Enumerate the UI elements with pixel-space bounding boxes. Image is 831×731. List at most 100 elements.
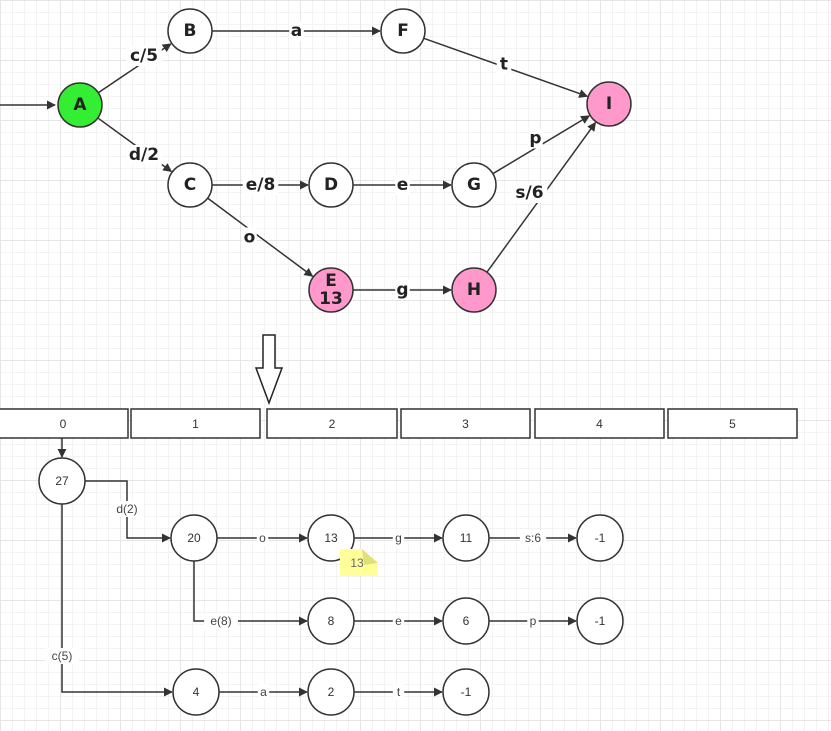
top-node-circle [308,267,354,313]
bottom-node-circle [576,597,624,645]
top-node-label: G [467,175,481,195]
bottom-node-nm1a: -1 [576,514,624,562]
top-node-label: D [324,175,338,195]
top-node-label: 13 [319,289,343,309]
top-edge-label: a [291,21,302,41]
bottom-edge-label-bg [392,530,405,546]
sticky-note: 13 [340,549,378,576]
top-edge-H-I: s/6 [486,121,597,273]
bottom-node-nm1b: -1 [576,597,624,645]
bottom-edge-label-bg [110,501,144,517]
sticky-note-text: 13 [350,556,364,570]
top-node-circle [586,81,632,127]
bottom-edge-label-bg [256,530,269,546]
top-node-circle [451,162,497,208]
bottom-edge-label: t [397,685,401,699]
array-cell-label: 4 [596,417,603,431]
top-node-E: E13 [308,267,354,313]
top-node-circle [167,8,213,54]
array-cell-box [667,408,798,439]
top-edge-label: c/5 [130,46,158,66]
bottom-node-circle [442,597,490,645]
bottom-edge-line [61,504,173,697]
top-edge-D-G: e [353,175,452,195]
top-node-F: F [380,8,426,54]
top-node-B: B [167,8,213,54]
bottom-node-circle [307,597,355,645]
top-edge-label-bg [126,145,162,165]
bottom-node-label: 8 [328,614,335,628]
top-node-H: H [451,267,497,313]
bottom-node-n4: 4 [172,668,220,716]
bottom-node-label: 4 [193,685,200,699]
bottom-node-label: 27 [55,474,69,488]
top-edge-label-bg [528,128,543,149]
bottom-node-label: -1 [595,531,606,545]
bottom-node-label: 2 [328,685,335,699]
array-cells: 0 1 2 3 4 5 [0,408,798,439]
bottom-node-n6: 6 [442,597,490,645]
top-edge-E-H: g [353,280,452,300]
top-node-circle [57,82,103,128]
bottom-node-circle [170,514,218,562]
array-cell-label: 1 [192,417,199,431]
top-edge-A-B: c/5 [97,43,172,94]
top-edge-label: e [397,175,409,195]
array-cell-label: 3 [462,417,469,431]
bottom-node-label: 11 [460,531,473,545]
bottom-node-n27: 27 [38,457,86,505]
top-edge-C-E: o [207,197,314,277]
bottom-node-circle [442,514,490,562]
bottom-edge-label-bg [45,648,79,664]
top-edge-label: e/8 [246,175,276,195]
array-cell-box [0,408,129,439]
bottom-edge-label: p [530,614,537,628]
bottom-node-label: 13 [324,531,338,545]
top-node-label: H [467,280,481,300]
array-cell-box [400,408,531,439]
bottom-edge-n6-nm1b: p [489,613,577,629]
top-node-label: F [397,21,409,41]
bottom-node-circle [172,668,220,716]
top-edge-label: t [500,55,508,75]
bottom-node-circle [576,514,624,562]
bottom-node-n2: 2 [307,668,355,716]
top-edge-label-bg [242,227,257,248]
top-edge-label-bg [395,280,410,300]
top-node-C: C [167,162,213,208]
bottom-edge-label-bg [392,613,405,629]
bottom-edge-line [193,561,308,626]
top-node-label: A [73,95,87,115]
top-node-circle [380,8,426,54]
bottom-edge-n27-n20: d(2) [85,480,171,543]
bottom-node-n20: 20 [170,514,218,562]
array-cell-2: 2 [266,408,398,439]
top-edge-label: s/6 [515,183,543,203]
bottom-edge-n27-n4: c(5) [45,504,173,697]
array-cell-label: 0 [60,417,67,431]
top-edge-label-bg [496,54,512,75]
bottom-node-n11: 11 [442,514,490,562]
bottom-edge-label: g [395,531,402,545]
bottom-node-circle [442,668,490,716]
top-node-D: D [308,162,354,208]
array-cell-3: 3 [400,408,531,439]
top-node-G: G [451,162,497,208]
bottom-node-circle [307,668,355,716]
bottom-edge-label-bg [519,530,547,546]
top-edge-label-bg [395,175,410,195]
top-node-label: I [606,94,612,114]
array-cell-5: 5 [667,408,798,439]
bottom-edge-n8-n6: e [354,613,443,629]
bottom-edge-n4-n2: a [219,684,308,700]
top-edge-label: p [529,129,541,149]
bottom-edge-n20-n13: o [217,530,308,546]
top-edge-label-bg [242,175,279,195]
bottom-node-label: 6 [463,614,470,628]
bottom-edge-n2-nm1c: t [354,684,443,700]
top-edge-label-bg [126,46,162,66]
bottom-edge-label-bg [527,613,539,629]
top-graph-nodes: A B F I C D G E13 H [57,8,632,313]
